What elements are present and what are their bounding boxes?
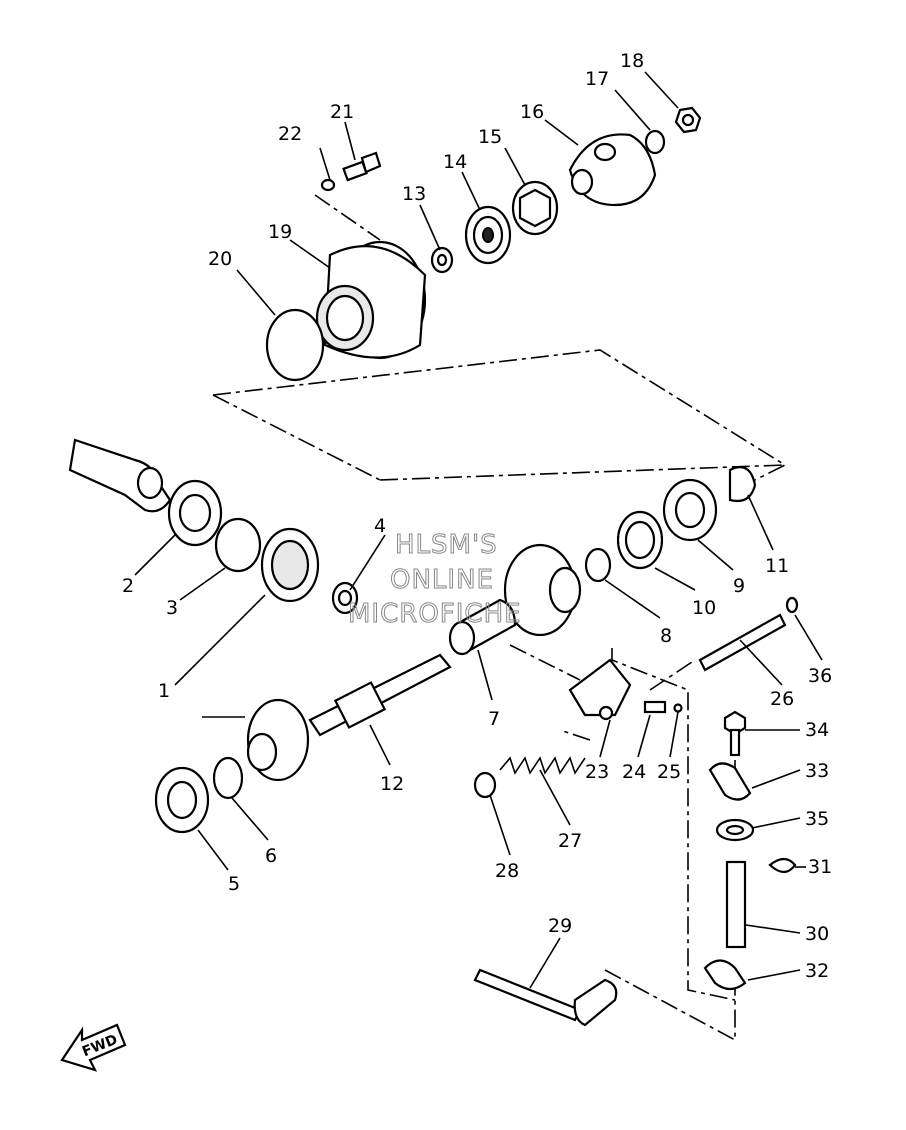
callout-9: 9 <box>733 575 745 597</box>
callout-24: 24 <box>622 761 646 783</box>
callout-25: 25 <box>657 761 681 783</box>
callout-2: 2 <box>122 575 134 597</box>
callout-29: 29 <box>548 915 572 937</box>
callout-1: 1 <box>158 680 170 702</box>
callout-36: 36 <box>808 665 832 687</box>
watermark: HLSM'S ONLINE MICROFICHE <box>348 530 522 630</box>
callout-17: 17 <box>585 68 609 90</box>
callout-32: 32 <box>805 960 829 982</box>
callout-16: 16 <box>520 101 544 123</box>
callout-20: 20 <box>208 248 232 270</box>
callout-13: 13 <box>402 183 426 205</box>
callout-7: 7 <box>488 708 500 730</box>
callout-6: 6 <box>265 845 277 867</box>
part-shapes <box>60 106 799 1072</box>
callout-33: 33 <box>805 760 829 782</box>
callout-34: 34 <box>805 719 829 741</box>
callout-14: 14 <box>443 151 467 173</box>
callout-18: 18 <box>620 50 644 72</box>
callout-23: 23 <box>585 761 609 783</box>
callout-10: 10 <box>692 597 716 619</box>
callout-22: 22 <box>278 123 302 145</box>
callout-labels: 1 2 3 4 5 6 7 8 9 10 11 12 13 14 15 16 1… <box>122 50 832 982</box>
callout-12: 12 <box>380 773 404 795</box>
callout-21: 21 <box>330 101 354 123</box>
watermark-line-1: HLSM'S <box>395 530 498 560</box>
callout-11: 11 <box>765 555 789 577</box>
callout-28: 28 <box>495 860 519 882</box>
callout-26: 26 <box>770 688 794 710</box>
watermark-line-3: MICROFICHE <box>348 599 522 629</box>
callout-8: 8 <box>660 625 672 647</box>
callout-27: 27 <box>558 830 582 852</box>
callout-15: 15 <box>478 126 502 148</box>
callout-31: 31 <box>808 856 832 878</box>
fwd-arrow-icon <box>60 1023 127 1072</box>
callout-19: 19 <box>268 221 292 243</box>
leader-lines <box>134 71 823 989</box>
callout-4: 4 <box>374 515 386 537</box>
watermark-line-2: ONLINE <box>390 565 494 595</box>
callout-3: 3 <box>166 597 178 619</box>
callout-30: 30 <box>805 923 829 945</box>
callout-35: 35 <box>805 808 829 830</box>
assembly-lines <box>212 194 787 1042</box>
callout-5: 5 <box>228 873 240 895</box>
